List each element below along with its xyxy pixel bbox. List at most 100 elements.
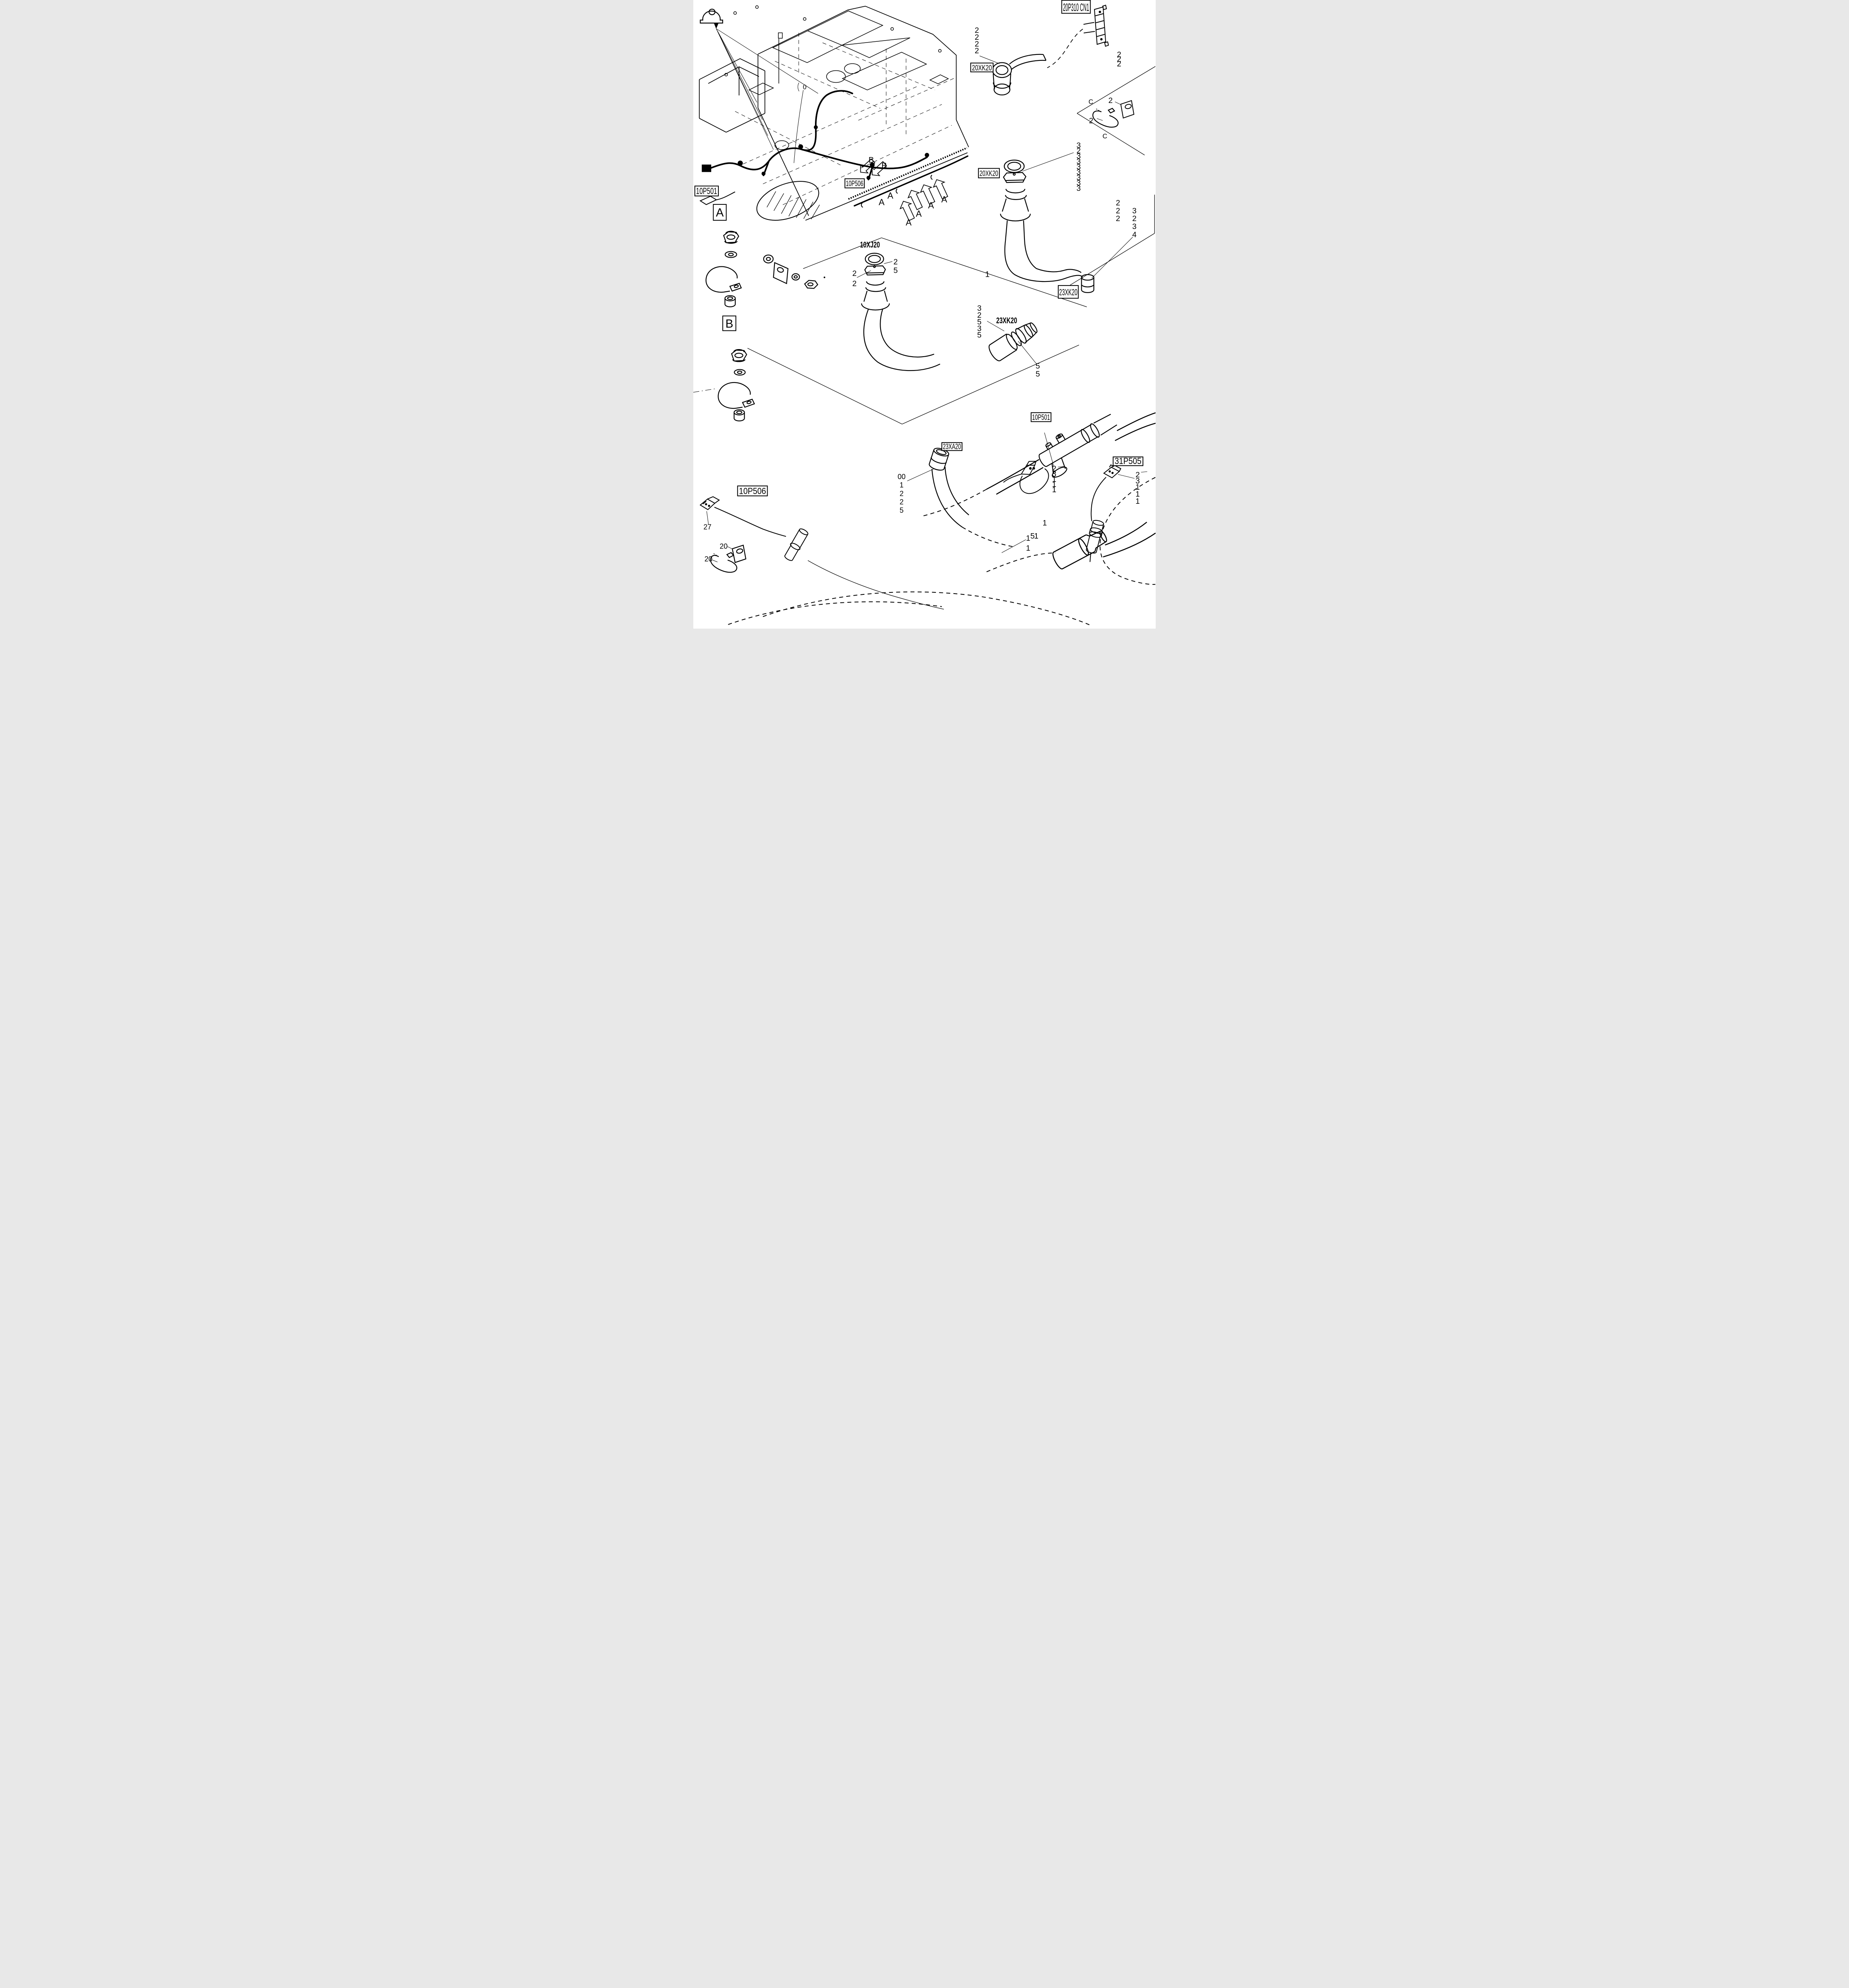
washer-a [724,251,737,258]
label-10p501-top: 10P501 [696,186,717,196]
connector-10p506 [699,496,720,510]
callout-digit: 3 [1077,157,1081,166]
label-10p506-bottom: 10P506 [739,486,766,496]
callout-digit: 2 [900,498,904,506]
bottom-hose-runs [728,412,1156,626]
callout-digit: 2 [1116,206,1120,215]
ferrule-23xk20 [1081,274,1094,293]
dot-marker-a [823,276,825,278]
callout-digit: 5 [1036,362,1040,371]
view-letter-a2: A [879,197,885,207]
callout-digit: 2 [1116,214,1120,223]
hex-nut-a [804,280,819,289]
tee-connector-pins [1029,467,1035,470]
coupler-23xa20-drawing [929,448,969,528]
bottom-hoses-solid [986,412,1156,557]
callout-digit: 2 [893,258,898,266]
section-box-b [722,315,737,331]
bold-part-labels: 10XJ20 23XK20 [860,240,1017,326]
machine-hidden-lines [735,33,956,205]
callout-digit: 3 [1135,477,1140,485]
section-letter-a: A [716,206,724,219]
fitting-20xk20-mid [1000,159,1031,241]
callout-digit: 5 [977,318,982,326]
grommet-a [724,295,736,307]
washer-b [733,369,746,376]
callout-digit: 3 [1077,179,1081,188]
callout-digit: 3 [1132,222,1137,231]
harness-10p501-drawing [699,90,929,205]
hose-20xk20-top-drawing [992,4,1109,95]
p501-connector-detail [699,191,735,205]
tee-body [1038,414,1118,478]
coupler-23xk20-drawing [988,322,1038,361]
callout-digit-cband-tie: 2 [1089,116,1093,125]
hose-20xk20-bend [1004,240,1083,282]
label-box-23xk20 [1057,285,1079,299]
label-23xa20: 23XA20 [943,443,961,451]
callout-digit: 3 [1077,141,1081,150]
callout-digit: 5 [893,266,898,275]
callout-digit: 1 [1034,532,1038,541]
section-c-band [1077,66,1156,155]
cable-tie-icon-bl [710,552,737,573]
cable-31p505 [1090,477,1106,521]
callout-digit: 3 [1077,163,1081,171]
bottom-hoses-dashed [728,477,1156,626]
machine-grill [756,181,819,221]
callout-digit: 5 [977,331,982,340]
bottom-left-kit [710,544,747,573]
callout-digit: 20 [720,542,728,550]
hose-10xj20-loop [863,308,941,371]
view-arrow-a1 [907,190,923,210]
callout-digit: 1 [1052,475,1056,484]
corrugated-harness-rail [848,147,967,200]
view-arrow-b1 [860,158,875,174]
label-10xj20: 10XJ20 [860,240,880,250]
connector-31p505 [1103,464,1121,478]
clamp-leader-fan [716,28,819,150]
callout-digit: 3 [1077,184,1081,193]
connector-20p310 [1083,4,1109,47]
connector-10p506-pins [705,503,710,507]
label-box-20xk20-mid [978,168,1000,179]
view-letter-a4: A [928,200,934,210]
callout-digit: 1 [1135,497,1140,506]
cable-tie-icon-c [1092,108,1119,128]
sensor-31p505-drawing [1086,464,1121,562]
hidden-cable-20p310 [1047,29,1083,68]
callout-digit: 2 [975,33,979,42]
view-arrow-a3 [933,179,949,200]
coupler-bottom-body [1052,530,1107,570]
callout-digit: 2 [975,40,979,49]
callout-digit: 2 [1132,214,1137,223]
shackle-plate-a [773,262,789,284]
machine-components [724,5,949,150]
tee-wire-bail [1003,468,1049,494]
label-20p310: 20P310 CN1 [1063,2,1089,14]
view-arrow-a2 [920,184,935,205]
clamp-leader-arrowhead [714,23,719,29]
view-letter-a6: A [906,217,912,227]
machine-roof-plates [772,10,910,63]
view-arrow-b2 [871,161,887,176]
view-letter-b2: B [881,161,887,170]
hose-20xk20-mid-drawing [1000,159,1094,293]
callout-digit: 3 [1132,206,1137,215]
sensor-10p506-drawing [699,496,944,610]
zone-number-1: 1 [985,270,989,279]
harness-main-run [707,90,928,181]
callout-digit: 2 [900,489,904,497]
tag-plate-icon-c [1120,100,1135,119]
connector-31p505-pins [1108,470,1114,474]
section-divider-lines [747,194,1155,425]
section-box-a [713,204,727,221]
callout-digit: 3 [977,324,982,333]
view-letter-b1: B [869,155,874,165]
parts-diagram-canvas: 20P310 CN1 20XK20 20XK20 23XK20 10P501 A… [693,0,1156,626]
callout-digit: 3 [1077,168,1081,177]
label-20xk20-mid: 20XK20 [980,169,998,178]
label-box-10p506-mid [844,178,865,188]
callout-digit: 2 [975,26,979,35]
label-box-31p505 [1112,456,1143,466]
